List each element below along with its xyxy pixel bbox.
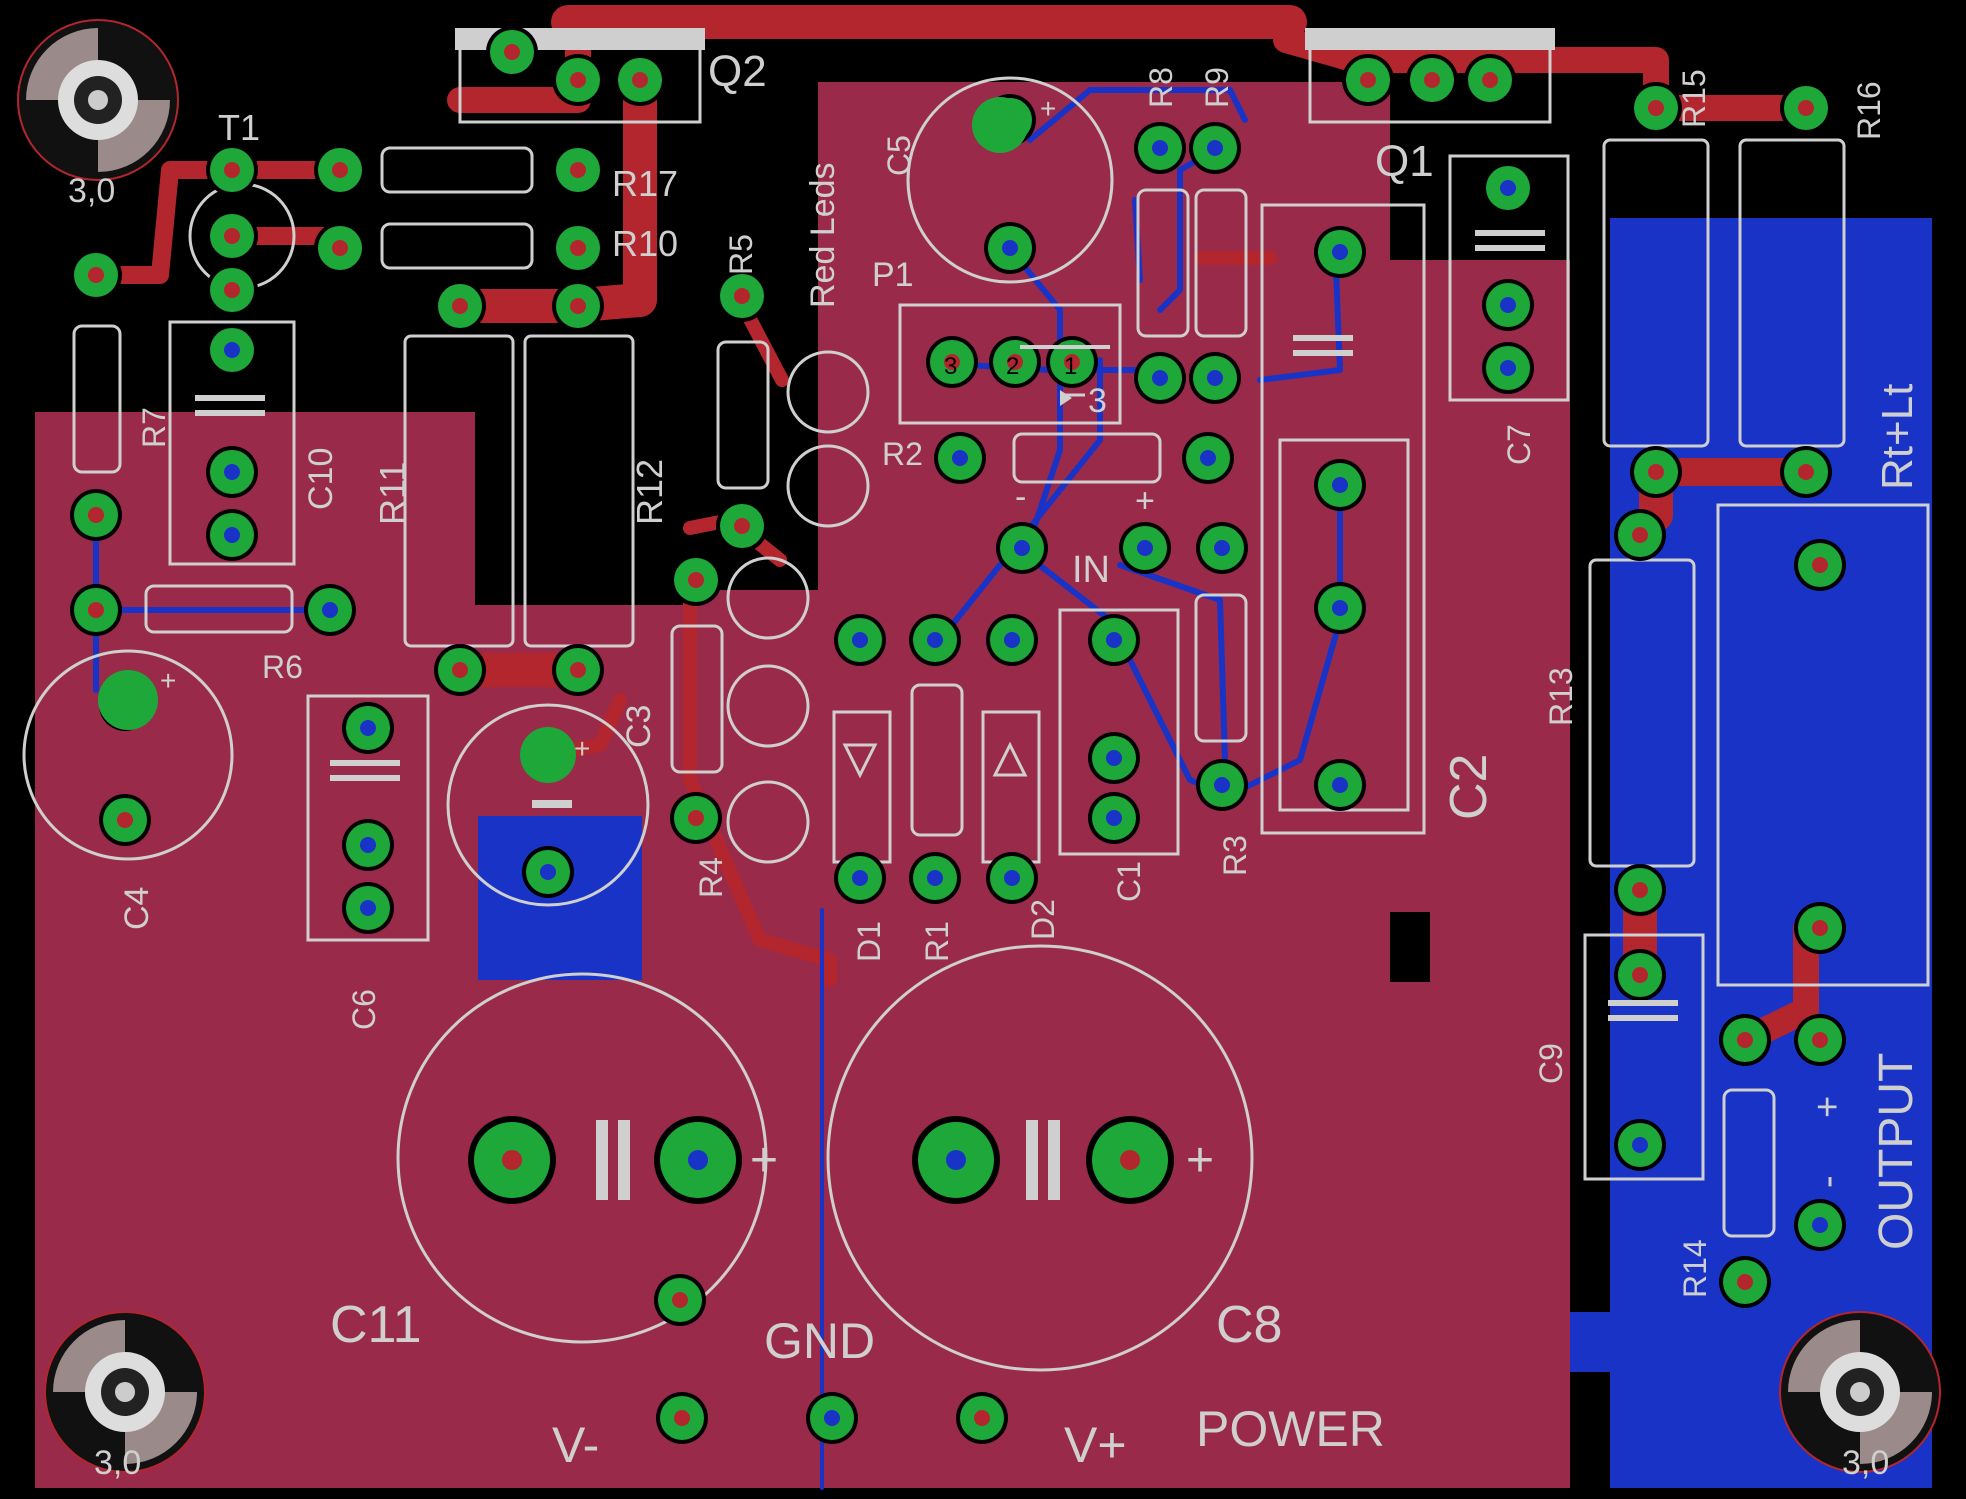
label-c8: C8 (1216, 1296, 1282, 1354)
label-v-minus: V- (552, 1417, 599, 1473)
label-q1: Q1 (1375, 137, 1434, 186)
label-r10: R10 (612, 223, 678, 264)
label-r11: R11 (372, 462, 413, 525)
label-r13: R13 (1543, 667, 1579, 726)
label-p1-pin3: 3 (944, 353, 957, 380)
component-symbols (195, 230, 1678, 1200)
black-channel (1390, 912, 1428, 974)
label-out-plus: + (1807, 1096, 1849, 1118)
label-r7: R7 (136, 407, 172, 448)
label-hole-br: 3,0 (1842, 1444, 1889, 1482)
label-c8-plus: + (1186, 1134, 1214, 1187)
mounting-hole-bl (44, 1311, 206, 1473)
label-hole-tl: 3,0 (68, 172, 115, 210)
label-c4: C4 (118, 887, 156, 930)
label-r4: R4 (693, 857, 729, 898)
label-r14: R14 (1677, 1239, 1713, 1298)
label-c10: C10 (302, 448, 340, 510)
label-r3: R3 (1217, 835, 1253, 876)
mounting-hole-tl (17, 19, 179, 181)
label-hole-bl: 3,0 (94, 1444, 141, 1482)
label-p1: P1 (872, 256, 914, 294)
label-r5: R5 (723, 234, 759, 275)
label-d1: D1 (851, 921, 887, 962)
label-c5: C5 (881, 135, 917, 176)
label-r16: R16 (1851, 81, 1887, 140)
label-p1-pin1: 1 (1064, 353, 1077, 380)
label-c4-plus: + (160, 665, 176, 696)
label-r2: R2 (882, 436, 923, 472)
label-r8: R8 (1143, 67, 1179, 108)
label-c9: C9 (1533, 1043, 1569, 1084)
label-c6: C6 (346, 989, 382, 1030)
label-r6: R6 (262, 649, 303, 685)
label-r9: R9 (1199, 67, 1235, 108)
label-output: OUTPUT (1870, 1053, 1923, 1250)
label-power: POWER (1196, 1401, 1385, 1457)
label-d2: D2 (1025, 899, 1061, 940)
component-labels: Q2 Q1 T1 R17 R10 R7 C10 R11 R12 R5 Red L… (68, 47, 1923, 1482)
label-out-minus: - (1807, 1175, 1849, 1188)
label-r1: R1 (919, 921, 955, 962)
label-c11: C11 (330, 1296, 422, 1354)
label-r15: R15 (1676, 69, 1712, 128)
bottom-copper-pour (478, 218, 1932, 1488)
label-c3: C3 (620, 705, 658, 748)
label-rt-lt: Rt+Lt (1873, 384, 1922, 490)
label-t1: T1 (218, 107, 260, 148)
label-r2-minus: - (1015, 478, 1026, 516)
label-r12: R12 (629, 459, 670, 525)
label-c5-plus: + (1040, 93, 1056, 124)
electrolytic-pads (98, 97, 1174, 1204)
label-q2: Q2 (708, 47, 767, 96)
label-c7: C7 (1501, 424, 1537, 465)
label-p1-marker: 3 (1088, 382, 1107, 420)
label-in: IN (1072, 549, 1110, 591)
label-c11-plus: + (750, 1134, 778, 1187)
label-r17: R17 (612, 163, 678, 204)
label-c1: C1 (1111, 861, 1147, 902)
label-red-leds: Red Leds (804, 162, 842, 308)
label-c3-plus: + (574, 733, 590, 764)
label-gnd: GND (764, 1313, 875, 1369)
mounting-hole-br (1779, 1311, 1941, 1473)
label-c2: C2 (1440, 754, 1498, 820)
label-r2-plus: + (1135, 482, 1155, 520)
label-p1-pin2: 2 (1006, 353, 1019, 380)
label-v-plus: V+ (1064, 1417, 1127, 1473)
